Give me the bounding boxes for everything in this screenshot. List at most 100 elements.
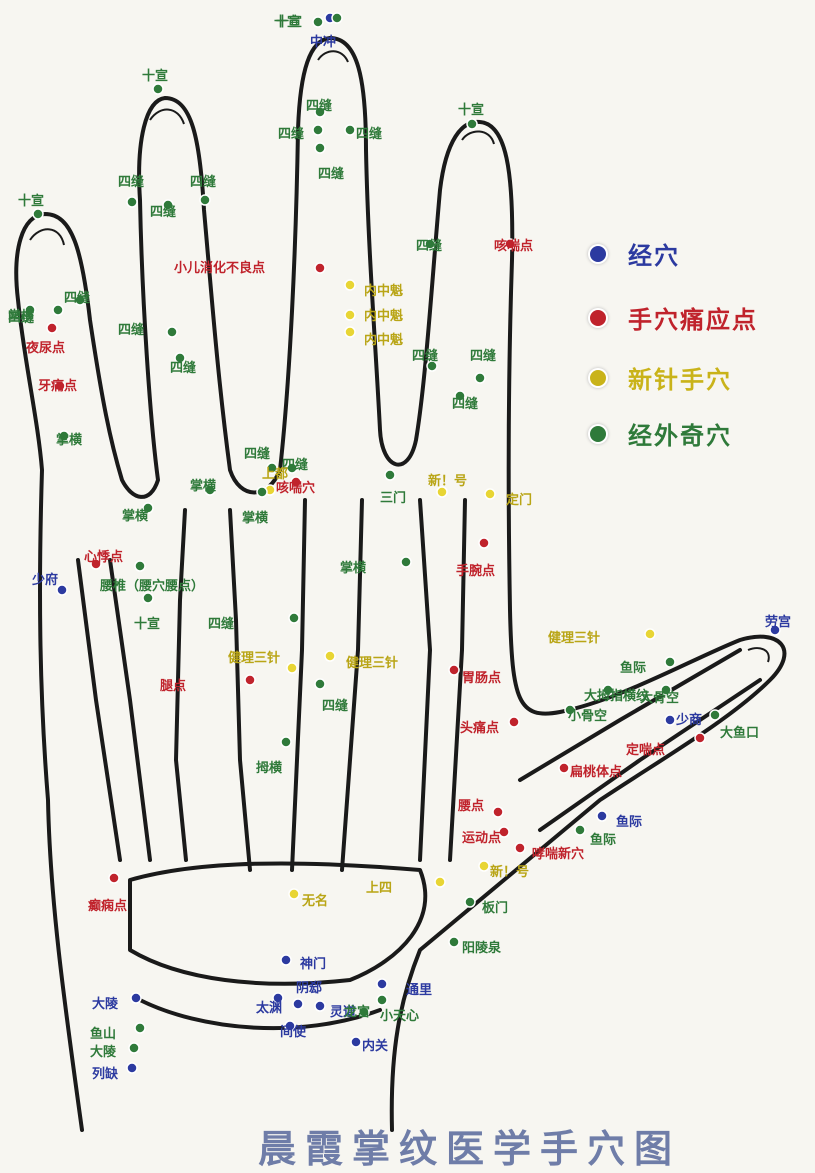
acupoint-dot — [325, 651, 335, 661]
acupoint-label: 定门 — [506, 494, 532, 507]
acupoint-label: 拇横 — [256, 762, 282, 775]
acupoint-label: 牙痛点 — [38, 380, 77, 393]
acupoint-label: 四缝 — [318, 168, 344, 181]
acupoint-label: 四缝 — [356, 128, 382, 141]
acupoint-dot — [332, 13, 342, 23]
acupoint-dot — [665, 657, 675, 667]
acupoint-dot — [401, 557, 411, 567]
acupoint-label: 十宣 — [458, 104, 484, 117]
acupoint-dot — [345, 280, 355, 290]
acupoint-label: 内中魁 — [364, 310, 403, 323]
finger-tip-index — [462, 131, 494, 144]
acupoint-label: 少商 — [676, 714, 702, 727]
acupoint-label: 四缝 — [412, 350, 438, 363]
page-title: 晨霞掌纹医学手穴图 — [258, 1118, 681, 1173]
acupoint-label: 内关 — [362, 1040, 388, 1053]
acupoint-label: 四缝 — [118, 176, 144, 189]
legend-dot — [590, 310, 606, 326]
acupoint-label: 阴郄 — [296, 982, 322, 995]
acupoint-label: 腰椎（腰穴腰点） — [100, 580, 204, 593]
acupoint-label: 咳喘点 — [494, 240, 533, 253]
acupoint-label: 太渊 — [256, 1002, 282, 1015]
acupoint-label: 掌横 — [242, 512, 268, 525]
acupoint-label: 十宣 — [134, 618, 160, 631]
acupoint-dot — [287, 663, 297, 673]
acupoint-dot — [465, 897, 475, 907]
acupoint-label: 定喘点 — [626, 744, 665, 757]
acupoint-dot — [57, 585, 67, 595]
acupoint-dot — [47, 323, 57, 333]
acupoint-dot — [377, 979, 387, 989]
acupoint-dot — [33, 209, 43, 219]
acupoint-label: 哮喘新穴 — [532, 848, 584, 861]
acupoint-label: 三门 — [380, 492, 406, 505]
acupoint-label: 健理三针 — [346, 657, 398, 670]
acupoint-label: 少府 — [32, 574, 58, 587]
legend-dot — [590, 426, 606, 442]
acupoint-label: 鱼际 — [590, 834, 616, 847]
acupoint-label: 十宣 — [18, 195, 44, 208]
acupoint-label: 内中魁 — [364, 285, 403, 298]
acupoint-dot — [257, 487, 267, 497]
legend-label: 新针手穴 — [628, 360, 732, 395]
legend-item: 经外奇穴 — [590, 416, 732, 451]
acupoint-dot — [129, 1043, 139, 1053]
acupoint-dot — [53, 305, 63, 315]
acupoint-label: 中冲 — [310, 36, 336, 49]
bone-little-2 — [110, 560, 150, 860]
acupoint-label: 心悸点 — [84, 551, 123, 564]
acupoint-label: 大陵 — [90, 1046, 116, 1059]
acupoint-dot — [315, 263, 325, 273]
acupoint-dot — [135, 561, 145, 571]
acupoint-dot — [315, 1001, 325, 1011]
acupoint-label: 手腕点 — [456, 565, 495, 578]
acupoint-dot — [467, 119, 477, 129]
acupoint-dot — [345, 327, 355, 337]
acupoint-dot — [597, 811, 607, 821]
acupoint-label: 间使 — [280, 1026, 306, 1039]
legend-label: 经外奇穴 — [628, 416, 732, 451]
acupoint-dot — [449, 937, 459, 947]
acupoint-label: 劳宫 — [765, 616, 791, 629]
acupoint-dot — [167, 327, 177, 337]
acupoint-label: 四缝 — [118, 324, 144, 337]
acupoint-dot — [315, 679, 325, 689]
acupoint-dot — [479, 861, 489, 871]
acupoint-dot — [385, 470, 395, 480]
acupoint-label: 健理三针 — [228, 652, 280, 665]
legend-label: 经穴 — [628, 236, 680, 271]
acupoint-label: 小儿消化不良点 — [174, 262, 265, 275]
acupoint-label: 扁桃体点 — [570, 766, 622, 779]
finger-tip-middle — [318, 51, 348, 62]
acupoint-dot — [377, 995, 387, 1005]
acupoint-dot — [351, 1037, 361, 1047]
legend-dot — [590, 370, 606, 386]
acupoint-dot — [281, 955, 291, 965]
acupoint-dot — [289, 613, 299, 623]
acupoint-label: 四缝 — [208, 618, 234, 631]
acupoint-dot — [345, 310, 355, 320]
acupoint-label: 大陵 — [92, 998, 118, 1011]
legend-item: 手穴痛应点 — [590, 300, 758, 335]
acupoint-dot — [289, 889, 299, 899]
acupoint-label: 头痛点 — [460, 722, 499, 735]
acupoint-dot — [710, 710, 720, 720]
acupoint-dot — [515, 843, 525, 853]
acupoint-dot — [109, 873, 119, 883]
legend-label: 手穴痛应点 — [628, 300, 758, 335]
acupoint-label: 咳喘穴 — [276, 482, 315, 495]
acupoint-label: 胃肠点 — [462, 672, 501, 685]
acupoint-label: 四缝 — [170, 362, 196, 375]
acupoint-label: 四缝 — [322, 700, 348, 713]
acupoint-label: 四缝 — [278, 128, 304, 141]
acupoint-label: 夜尿点 — [26, 342, 65, 355]
acupoint-label: 通里 — [406, 984, 432, 997]
acupoint-label: 四缝 — [306, 100, 332, 113]
acupoint-label: 掌横 — [190, 480, 216, 493]
acupoint-label: 大骨空 — [640, 692, 679, 705]
acupoint-label: 小天心 — [380, 1010, 419, 1023]
acupoint-dot — [127, 1063, 137, 1073]
acupoint-label: 阳陵泉 — [462, 942, 501, 955]
acupoint-label: 列缺 — [92, 1068, 118, 1081]
acupoint-dot — [559, 763, 569, 773]
